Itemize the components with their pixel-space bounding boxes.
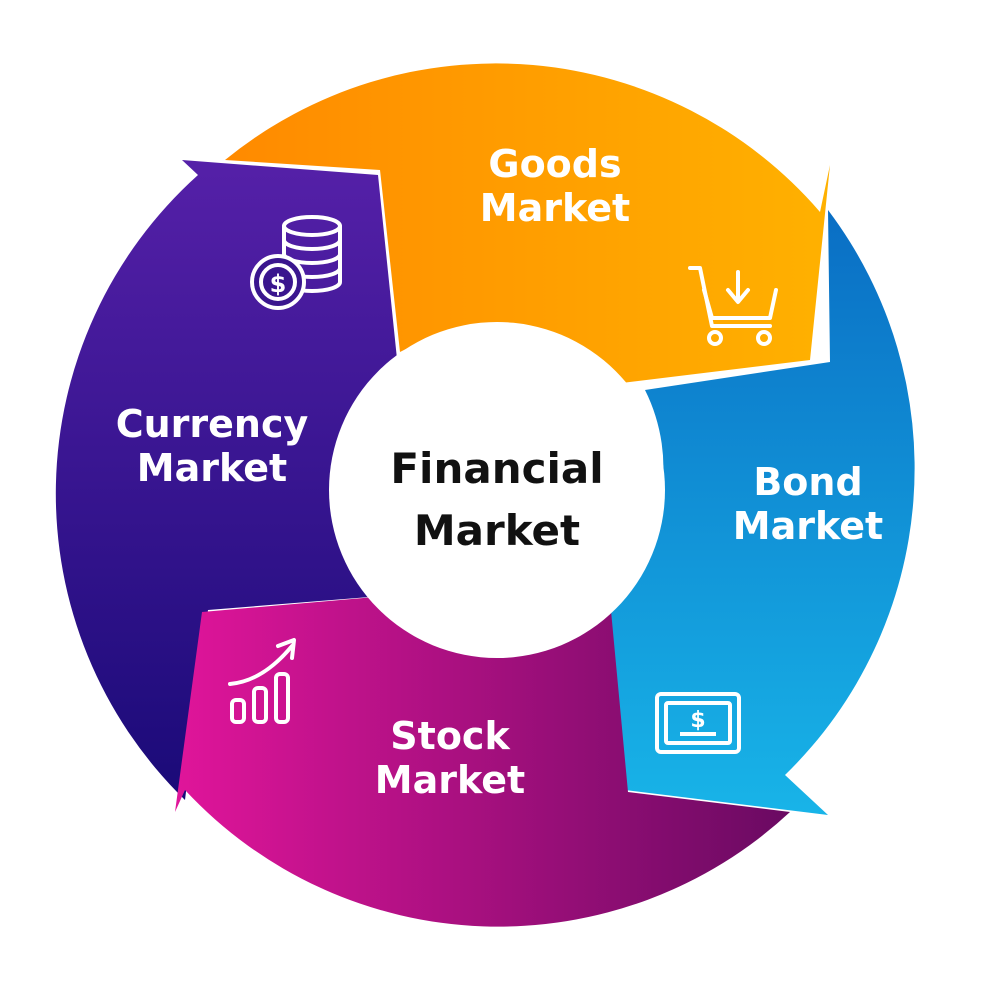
goods-label-line1: Goods <box>488 142 622 186</box>
currency-market-label: Currency Market <box>112 402 312 490</box>
currency-market-segment <box>55 160 400 800</box>
shopping-cart-icon <box>688 266 778 346</box>
stock-market-segment <box>175 595 790 927</box>
center-title: Financial Market <box>347 438 647 562</box>
currency-label-line2: Market <box>136 446 288 490</box>
stock-label-line2: Market <box>374 758 526 802</box>
center-title-line2: Market <box>413 506 581 555</box>
banknote-icon: $ <box>655 692 741 754</box>
goods-market-segment <box>225 63 830 386</box>
svg-text:$: $ <box>270 270 287 298</box>
bond-label-line1: Bond <box>753 460 863 504</box>
stock-market-label: Stock Market <box>370 714 530 802</box>
stock-label-line1: Stock <box>390 714 510 758</box>
goods-market-label: Goods Market <box>475 142 635 230</box>
coin-stack-icon: $ <box>250 215 342 310</box>
growth-chart-icon <box>228 638 296 724</box>
goods-label-line2: Market <box>479 186 631 230</box>
bond-label-line2: Market <box>732 504 884 548</box>
currency-label-line1: Currency <box>115 402 309 446</box>
svg-text:$: $ <box>690 708 705 733</box>
bond-market-segment <box>608 210 915 815</box>
center-title-line1: Financial <box>390 444 604 493</box>
bond-market-label: Bond Market <box>728 460 888 548</box>
center-circle <box>329 322 665 658</box>
